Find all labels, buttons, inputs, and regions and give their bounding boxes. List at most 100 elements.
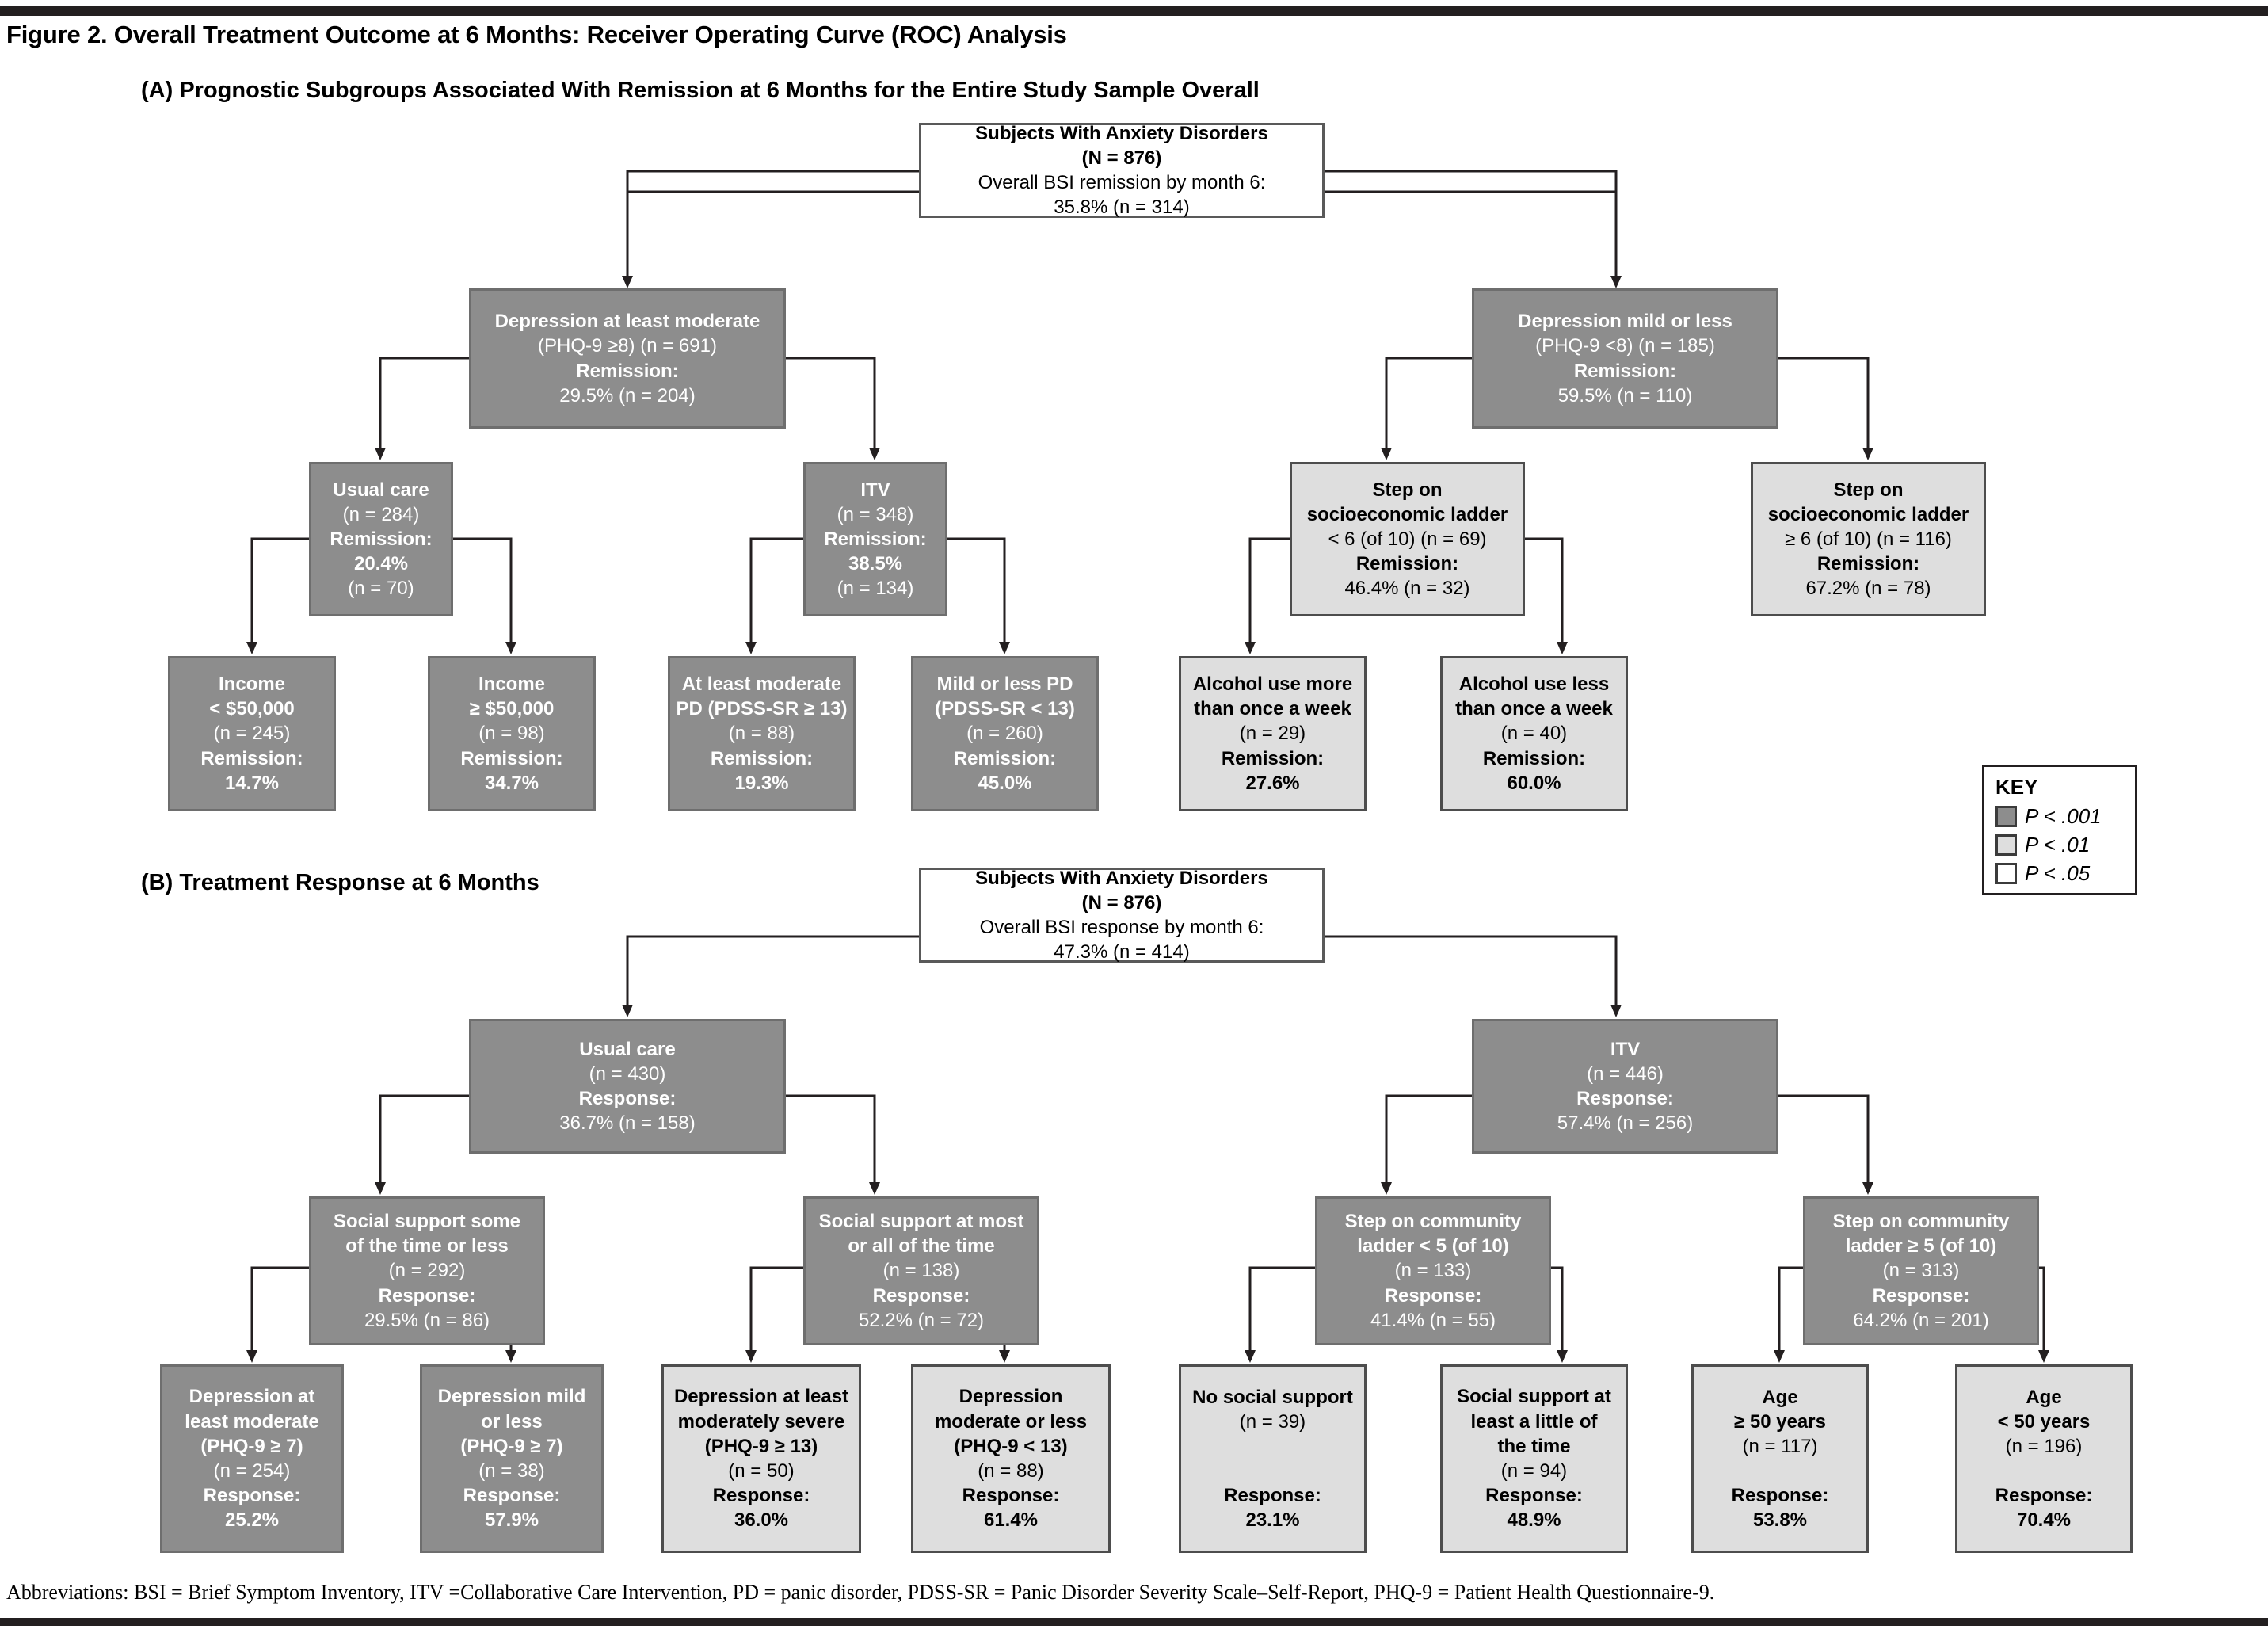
node-line: 67.2% (n = 78) <box>1805 578 1931 600</box>
node-a-ses-ladder-low[interactable]: Step on socioeconomic ladder < 6 (of 10)… <box>1290 462 1525 616</box>
node-line: Depression mild or less <box>1518 311 1732 333</box>
node-line: (PHQ-9 ≥ 7) <box>460 1435 563 1457</box>
node-line: Remission: <box>710 747 814 769</box>
node-line: Remission: <box>1482 747 1586 769</box>
node-line: Remission: <box>824 528 927 550</box>
node-b-community-ladder-low[interactable]: Step on community ladder < 5 (of 10) (n … <box>1315 1196 1551 1345</box>
node-b-leaf-age-under-50[interactable]: Age < 50 years (n = 196) Response: 70.4% <box>1955 1364 2133 1553</box>
node-line: Response: <box>1995 1485 2093 1507</box>
node-line: Social support some <box>333 1211 521 1233</box>
node-b-leaf-dep-moderate[interactable]: Depression at least moderate (PHQ-9 ≥ 7)… <box>160 1364 344 1553</box>
node-line: Depression at least <box>673 1386 849 1408</box>
node-a-itv[interactable]: ITV (n = 348) Remission: 38.5% (n = 134) <box>803 462 947 616</box>
node-b-itv[interactable]: ITV (n = 446) Response: 57.4% (n = 256) <box>1472 1019 1778 1154</box>
key-legend: KEY P < .001 P < .01 P < .05 <box>1982 765 2137 895</box>
node-a-leaf-pd-moderate[interactable]: At least moderate PD (PDSS-SR ≥ 13) (n =… <box>668 656 856 811</box>
node-line: Depression at <box>189 1386 315 1408</box>
node-line: (PHQ-9 ≥8) (n = 691) <box>538 335 717 357</box>
key-item-p05: P < .05 <box>1995 861 2135 886</box>
node-line: 34.7% <box>484 772 539 794</box>
node-line: Remission: <box>1355 553 1459 575</box>
node-b-social-support-some[interactable]: Social support some of the time or less … <box>309 1196 545 1345</box>
node-line: 19.3% <box>734 772 789 794</box>
node-line: (n = 38) <box>478 1460 545 1482</box>
node-line: Response: <box>1731 1485 1829 1507</box>
node-line: Age <box>1762 1386 1798 1408</box>
node-line: No social support <box>1192 1386 1353 1408</box>
node-line: (n = 94) <box>1500 1460 1568 1482</box>
node-line: ≥ 50 years <box>1734 1410 1826 1433</box>
node-line: (n = 446) <box>1587 1063 1664 1085</box>
node-line: (n = 50) <box>728 1460 795 1482</box>
node-line: 70.4% <box>2016 1509 2072 1532</box>
node-b-root[interactable]: Subjects With Anxiety Disorders (N = 876… <box>919 868 1325 963</box>
node-line: (n = 254) <box>213 1460 291 1482</box>
node-line: (n = 292) <box>388 1260 466 1282</box>
node-line: Response: <box>962 1485 1060 1507</box>
node-line: ladder ≥ 5 (of 10) <box>1845 1235 1997 1257</box>
node-line: 36.0% <box>734 1509 789 1532</box>
node-line: Response: <box>1485 1485 1583 1507</box>
node-line: Step on community <box>1832 1211 2010 1233</box>
node-line: 41.4% (n = 55) <box>1370 1309 1496 1331</box>
node-a-depression-moderate[interactable]: Depression at least moderate (PHQ-9 ≥8) … <box>469 288 786 429</box>
node-line: 57.4% (n = 256) <box>1557 1112 1694 1135</box>
node-b-social-support-most[interactable]: Social support at most or all of the tim… <box>803 1196 1039 1345</box>
node-line: ladder < 5 (of 10) <box>1357 1235 1509 1257</box>
key-swatch-icon <box>1995 863 2017 884</box>
node-line: socioeconomic ladder <box>1767 503 1969 525</box>
node-line: Usual care <box>333 479 429 501</box>
node-line: moderately severe <box>677 1410 845 1433</box>
node-line: (PHQ-9 <8) (n = 185) <box>1535 335 1715 357</box>
node-b-leaf-social-support-little[interactable]: Social support at least a little of the … <box>1440 1364 1628 1553</box>
node-b-leaf-dep-mild[interactable]: Depression mild or less (PHQ-9 ≥ 7) (n =… <box>420 1364 604 1553</box>
key-item-label: P < .001 <box>2025 804 2102 828</box>
key-swatch-icon <box>1995 834 2017 856</box>
node-a-leaf-income-low[interactable]: Income < $50,000 (n = 245) Remission: 14… <box>168 656 336 811</box>
node-b-leaf-dep-mod-severe[interactable]: Depression at least moderately severe (P… <box>661 1364 861 1553</box>
node-line: Depression <box>959 1386 1063 1408</box>
node-line: 36.7% (n = 158) <box>559 1112 696 1135</box>
node-line: socioeconomic ladder <box>1306 503 1508 525</box>
node-line: Response: <box>1872 1284 1970 1307</box>
node-a-leaf-alcohol-less[interactable]: Alcohol use less than once a week (n = 4… <box>1440 656 1628 811</box>
node-line: < $50,000 <box>209 698 295 720</box>
node-line: At least moderate <box>681 673 842 696</box>
node-line: Age <box>2026 1386 2062 1408</box>
node-line: Usual care <box>579 1038 676 1060</box>
node-a-leaf-pd-mild[interactable]: Mild or less PD (PDSS-SR < 13) (n = 260)… <box>911 656 1099 811</box>
node-line: Step on community <box>1344 1211 1522 1233</box>
node-a-depression-mild[interactable]: Depression mild or less (PHQ-9 <8) (n = … <box>1472 288 1778 429</box>
node-b-leaf-dep-moderate-less[interactable]: Depression moderate or less (PHQ-9 < 13)… <box>911 1364 1111 1553</box>
node-line: least a little of <box>1470 1410 1598 1433</box>
node-line: Mild or less PD <box>936 673 1073 696</box>
node-b-leaf-no-social-support[interactable]: No social support (n = 39) Response: 23.… <box>1179 1364 1367 1553</box>
node-a-root[interactable]: Subjects With Anxiety Disorders (N = 876… <box>919 123 1325 218</box>
node-line: 45.0% <box>978 772 1032 794</box>
node-line: Remission: <box>200 747 303 769</box>
node-b-community-ladder-high[interactable]: Step on community ladder ≥ 5 (of 10) (n … <box>1803 1196 2039 1345</box>
node-line: PD (PDSS-SR ≥ 13) <box>676 698 848 720</box>
node-line: Remission: <box>460 747 563 769</box>
node-a-ses-ladder-high[interactable]: Step on socioeconomic ladder ≥ 6 (of 10)… <box>1751 462 1986 616</box>
node-line: 29.5% (n = 86) <box>364 1309 490 1331</box>
node-line: 46.4% (n = 32) <box>1344 578 1470 600</box>
node-line: Alcohol use more <box>1192 673 1353 696</box>
node-b-usual-care[interactable]: Usual care (n = 430) Response: 36.7% (n … <box>469 1019 786 1154</box>
node-line: Response: <box>1224 1485 1321 1506</box>
node-line: 57.9% <box>484 1509 539 1532</box>
node-line: Response: <box>378 1284 476 1307</box>
node-line: Response: <box>578 1088 677 1109</box>
node-a-leaf-income-high[interactable]: Income ≥ $50,000 (n = 98) Remission: 34.… <box>428 656 596 811</box>
node-line: Response: <box>463 1485 561 1507</box>
node-line: 20.4% <box>353 553 409 575</box>
node-a-leaf-alcohol-more[interactable]: Alcohol use more than once a week (n = 2… <box>1179 656 1367 811</box>
abbreviations-footnote: Abbreviations: BSI = Brief Symptom Inven… <box>6 1581 1715 1604</box>
node-line: ITV <box>860 479 890 501</box>
node-line: (PHQ-9 < 13) <box>954 1435 1068 1457</box>
node-a-usual-care[interactable]: Usual care (n = 284) Remission: 20.4% (n… <box>309 462 453 616</box>
node-line: 52.2% (n = 72) <box>858 1309 985 1331</box>
node-line: the time <box>1497 1435 1571 1457</box>
node-line: (n = 88) <box>728 723 795 745</box>
node-b-leaf-age-50-plus[interactable]: Age ≥ 50 years (n = 117) Response: 53.8% <box>1691 1364 1869 1553</box>
